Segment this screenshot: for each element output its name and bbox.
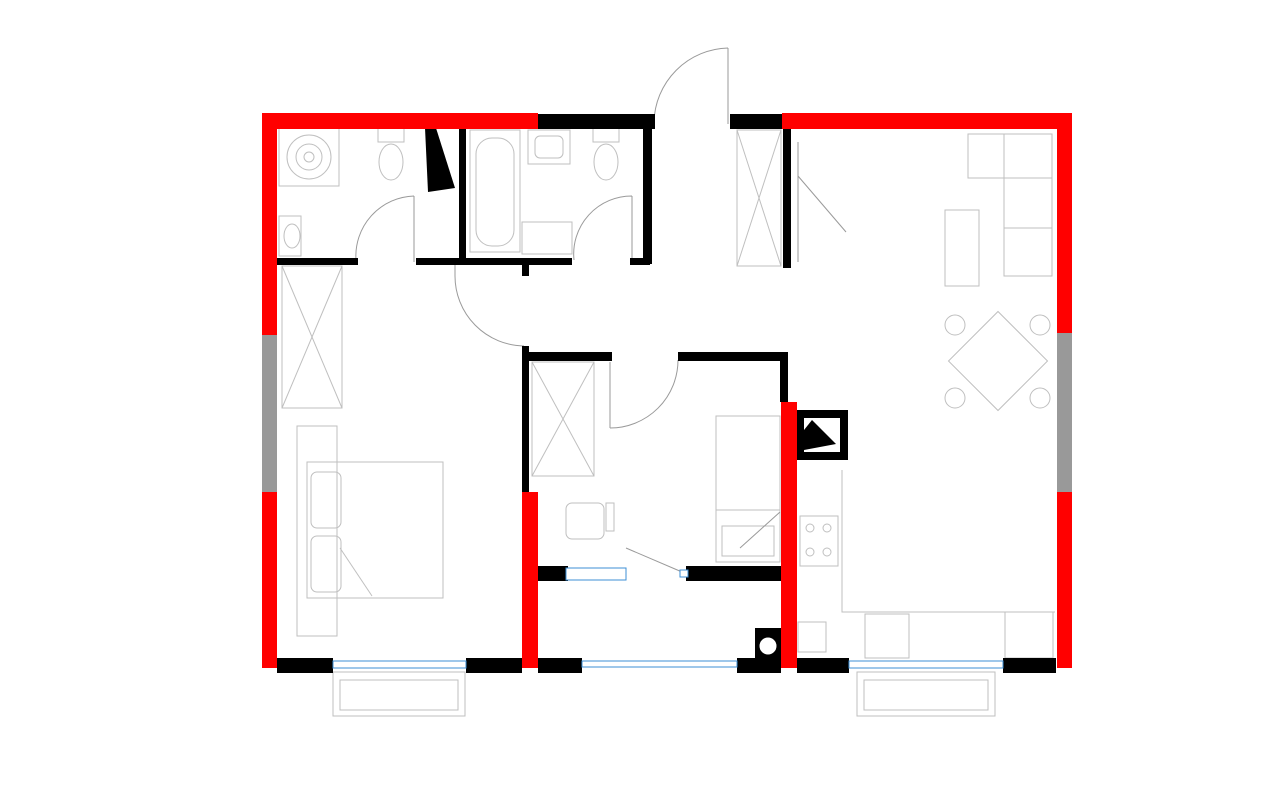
glazing-layer — [332, 567, 1004, 669]
coffee-table-icon — [944, 209, 980, 287]
balcony-right-icon — [856, 671, 996, 717]
living-door-icon — [797, 142, 847, 262]
room2-balcony-door-icon — [625, 547, 683, 573]
double-bed-icon — [296, 425, 444, 637]
bath-toilet-icon — [592, 127, 620, 181]
wardrobe-hall-icon — [736, 129, 782, 267]
shaft-icon — [425, 128, 455, 192]
washbasin-icon — [278, 215, 302, 257]
dining-table-icon — [944, 310, 1051, 412]
desk-chair-icon — [565, 502, 615, 540]
bath-door-icon — [573, 195, 633, 262]
bathtub-icon — [469, 129, 521, 253]
sofa-icon — [967, 133, 1053, 277]
kitchen-door-icon — [739, 511, 781, 549]
interior-walls — [275, 114, 1056, 673]
room2-door-icon — [609, 359, 679, 429]
wc-door-icon — [355, 195, 415, 262]
kitchen-counter-icon — [797, 470, 1055, 659]
wardrobe-room2-icon — [531, 361, 595, 477]
column-icon — [756, 634, 780, 658]
toilet-icon — [377, 127, 405, 181]
hall-door-icon — [454, 262, 525, 347]
window-panels — [262, 333, 1072, 492]
washing-machine-icon — [521, 221, 573, 255]
single-bed-icon — [715, 415, 781, 563]
furniture-layer — [278, 127, 1055, 717]
shower-tray-icon — [278, 127, 340, 187]
exterior-walls — [262, 113, 1072, 668]
bath-sink-icon — [527, 129, 571, 165]
balcony-left-icon — [332, 671, 466, 717]
entrance-door-icon — [653, 47, 729, 124]
wardrobe-bedroom-icon — [281, 265, 343, 409]
